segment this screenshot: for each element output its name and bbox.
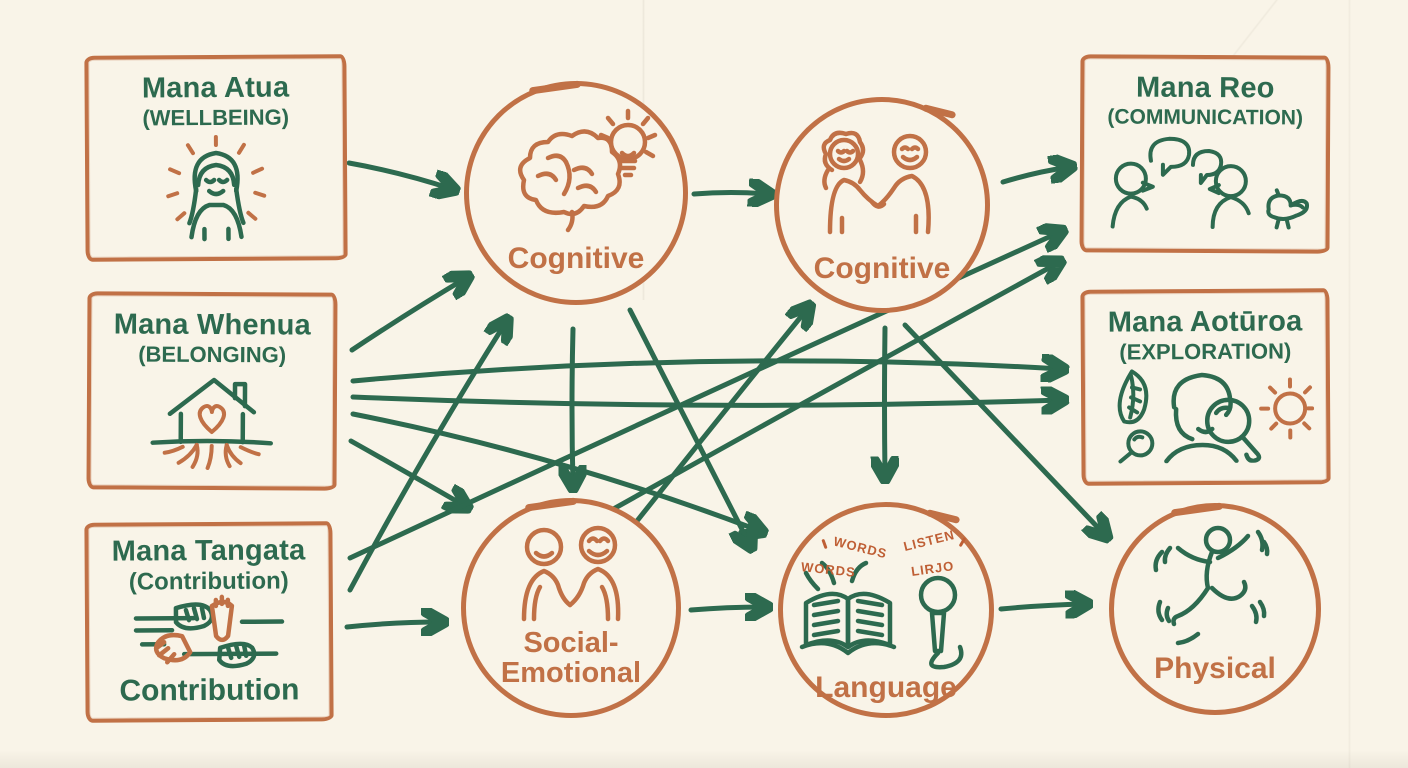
jumping-person-icon [1153,525,1270,646]
connection-mana-atua-to-cognitive-1 [346,160,452,189]
connection-cognitive-1-to-language [627,307,750,545]
physical-label: Physical [1154,652,1276,685]
mana-whenua-box: Mana Whenua (BELONGING) [86,291,338,491]
talking-people-bird-icon [1110,137,1310,230]
mana-aoturoa-box: Mana Aotūroa (EXPLORATION) [1080,288,1331,486]
mana-tangata-title: Mana Tangata [111,534,306,568]
mana-whenua-subtitle: (BELONGING) [138,341,287,368]
mana-reo-subtitle: (COMMUNICATION) [1107,105,1304,130]
connection-mana-whenua-to-cognitive-1 [349,278,466,353]
connection-mana-tangata-to-social-emotional [344,622,441,627]
language-label: Language [815,671,957,704]
connection-cognitive-2-to-language [885,325,886,476]
physical-circle: Physical [1109,502,1321,715]
mana-aoturoa-subtitle: (EXPLORATION) [1119,338,1292,365]
house-roots-heart-icon [150,377,273,470]
connection-language-to-physical [998,604,1085,609]
mana-reo-box: Mana Reo (COMMUNICATION) [1079,54,1331,254]
connection-mana-whenua-to-mana-aoturoa [350,397,1061,405]
joined-hands-icon [133,594,285,669]
mana-atua-box: Mana Atua (WELLBEING) [84,54,348,262]
accent-tick [821,538,828,550]
mana-atua-subtitle: (WELLBEING) [142,104,290,131]
language-circle: WORDS WORDS LISTEN LIRJO Language [778,502,994,718]
connection-mana-whenua-to-social-emotional [348,438,465,506]
connection-cognitive-2-to-mana-reo [1000,167,1069,185]
mana-tangata-box: Mana Tangata (Contribution) Contribution [84,521,334,723]
mana-aoturoa-title: Mana Aotūroa [1107,305,1303,339]
language-word: WORDS [832,533,889,562]
wellbeing-person-icon [166,134,267,241]
connection-cognitive-2-to-physical [902,322,1105,535]
connection-social-emotional-to-language [688,607,765,610]
handshake-people-icon [821,130,931,235]
connection-social-emotional-to-mana-aoturoa [605,263,1058,515]
social-emotional-label-line1: Social- [523,627,619,659]
mana-tangata-caption: Contribution [119,673,300,708]
language-word: LISTEN [901,526,957,555]
exploration-magnifier-icon [1117,368,1314,464]
connection-social-emotional-to-cognitive-2 [607,308,808,558]
book-microphone-icon [799,560,964,670]
mana-atua-title: Mana Atua [141,71,290,105]
cognitive-1-label: Cognitive [507,242,645,275]
social-emotional-circle: Social- Emotional [461,497,681,718]
accent-tick [958,537,966,547]
cognitive-1-circle: Cognitive [464,80,688,305]
connection-mana-whenua-to-mana-aoturoa [350,361,1061,384]
connection-mana-tangata-to-cognitive-1 [347,322,506,593]
cognitive-2-circle: Cognitive [774,97,990,313]
cognitive-2-label: Cognitive [813,252,951,285]
mana-whenua-title: Mana Whenua [113,308,312,342]
brain-lightbulb-icon [517,108,658,233]
connection-cognitive-1-to-cognitive-2 [691,193,768,195]
connection-cognitive-1-to-social-emotional [572,326,573,485]
mana-reo-title: Mana Reo [1135,71,1275,105]
holding-hands-people-icon [521,525,621,622]
social-emotional-label-line2: Emotional [500,656,642,689]
